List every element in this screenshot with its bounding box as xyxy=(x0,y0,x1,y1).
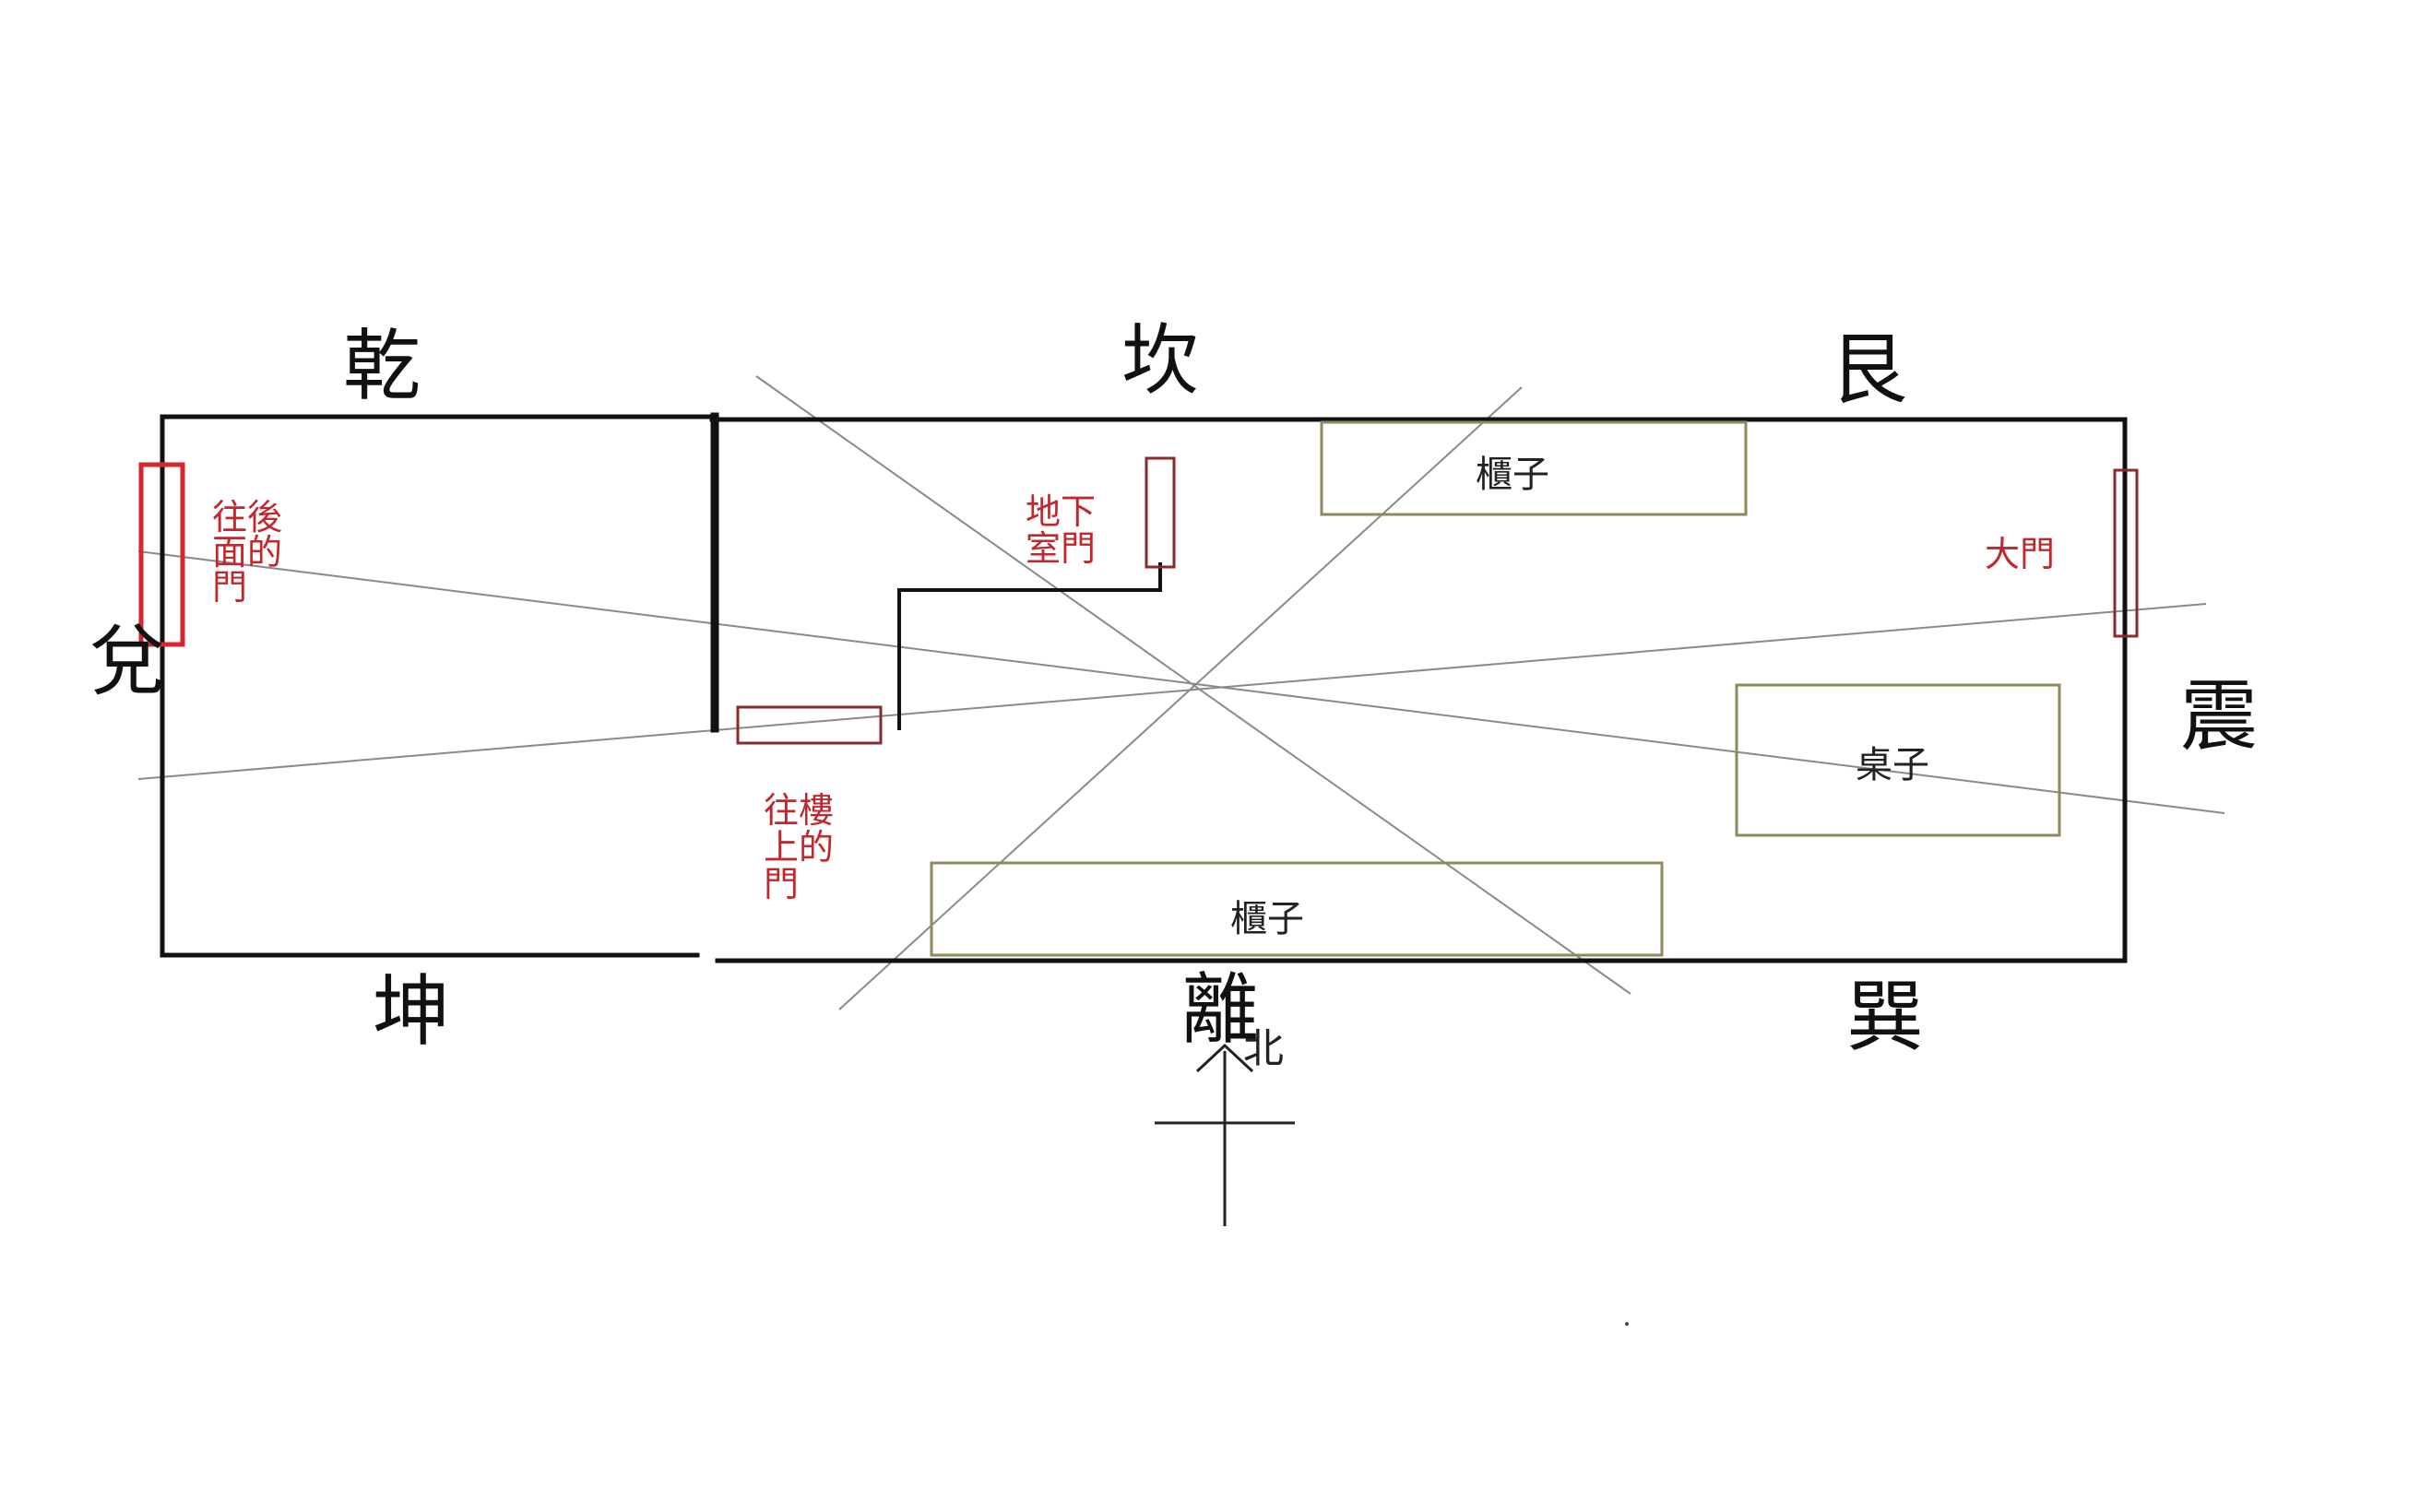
trigram-gen: 艮 xyxy=(1830,325,1907,415)
guide-line-w-e-lower xyxy=(137,603,2207,780)
door-labels: 往後 面的 門 地下 室門 大門 往樓 上的 門 xyxy=(212,493,2055,904)
furniture-labels: 櫃子 桌子 櫃子 xyxy=(1230,455,1929,939)
stray-dot xyxy=(1625,1322,1629,1326)
table xyxy=(1735,683,2061,837)
north-label: 北 xyxy=(1243,1026,1284,1071)
back-door-label-line-3: 門 xyxy=(212,569,247,608)
guide-lines xyxy=(137,375,2225,1010)
cabinet-bottom xyxy=(930,861,1664,957)
basement-door-frame xyxy=(1145,456,1176,569)
back-door-label-line-1: 往後 xyxy=(212,499,282,537)
guide-line-ne-sw xyxy=(838,386,1523,1010)
cabinet-top xyxy=(1320,420,1748,516)
upstairs-door-label-line-3: 門 xyxy=(764,866,799,904)
stair-wall xyxy=(897,562,1162,730)
doors xyxy=(138,456,2139,745)
furniture xyxy=(930,420,2061,957)
main-door-label: 大門 xyxy=(1985,536,2055,574)
trigram-kun: 坤 xyxy=(373,966,450,1057)
trigram-kan: 坎 xyxy=(1121,315,1199,406)
upstairs-door-label-line-2: 上的 xyxy=(764,829,834,868)
back-door-label-line-2: 面的 xyxy=(212,534,282,573)
upstairs-door-label-line-1: 往樓 xyxy=(764,792,834,831)
main-door-frame xyxy=(2113,468,2139,638)
guide-line-nw-se xyxy=(755,375,1631,995)
cabinet-top-label: 櫃子 xyxy=(1476,455,1549,495)
trigram-qian: 乾 xyxy=(343,321,421,411)
cabinet-bottom-label: 櫃子 xyxy=(1230,899,1304,939)
guide-line-w-e-upper xyxy=(137,550,2225,814)
walls xyxy=(160,412,2128,963)
trigram-dui: 兌 xyxy=(89,616,166,706)
north-arrow-icon xyxy=(1195,1043,1254,1073)
basement-door-label-line-2: 室門 xyxy=(1026,530,1096,569)
trigram-labels: 乾 坎 艮 兌 震 坤 離 巽 xyxy=(89,315,2258,1062)
trigram-li: 離 xyxy=(1181,964,1259,1055)
trigram-xun: 巽 xyxy=(1846,972,1924,1062)
back-door-frame xyxy=(138,462,185,647)
basement-door-label-line-1: 地下 xyxy=(1026,493,1096,532)
trigram-zhen: 震 xyxy=(2180,671,2258,762)
north-compass: 北 xyxy=(1155,1026,1295,1226)
table-label: 桌子 xyxy=(1856,745,1929,786)
upstairs-door-frame xyxy=(736,705,883,745)
